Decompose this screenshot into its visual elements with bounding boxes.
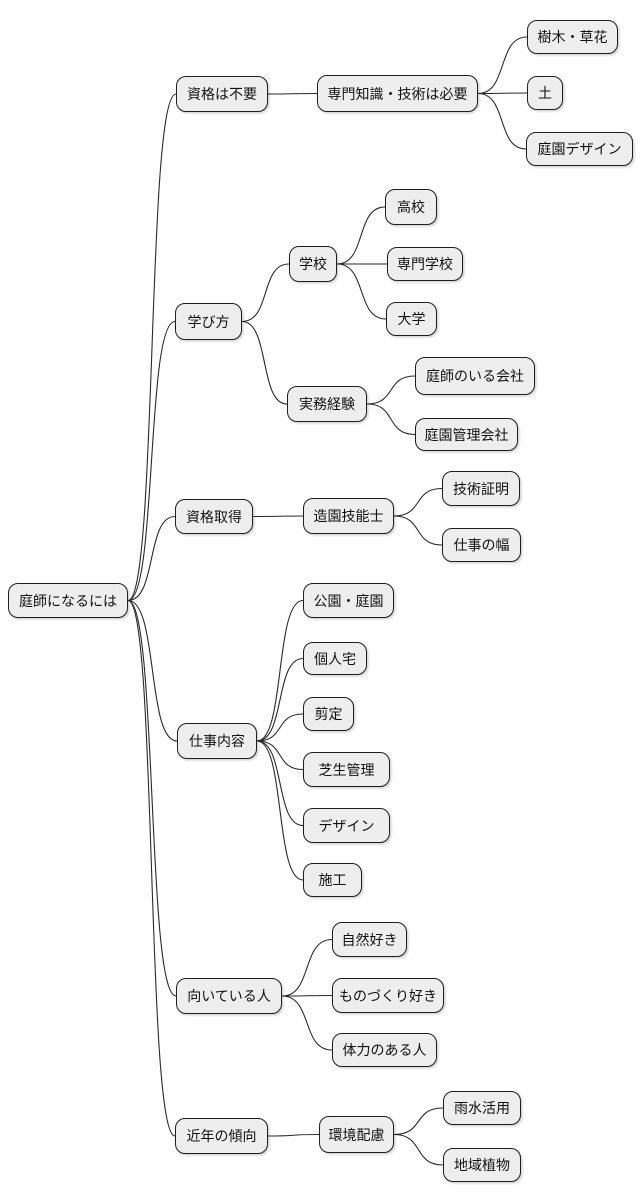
mindmap-node-job-content: 仕事内容 [177,723,257,759]
edge-eco-friendly-to-local-plants [393,1133,444,1166]
edge-eco-friendly-to-rainwater [393,1107,444,1136]
edge-expert-needed-to-trees-flowers [477,36,528,95]
edge-no-license-to-expert-needed [267,92,318,95]
edge-work-experience-to-gardener-firm [366,375,416,405]
mindmap-node-get-license: 資格取得 [175,499,253,534]
mindmap-node-maintenance-co: 庭園管理会社 [415,418,518,451]
mindmap-node-recent-trend: 近年の傾向 [175,1118,268,1154]
mindmap-node-garden-design: 庭園デザイン [526,132,633,166]
edge-job-content-to-construction [256,740,304,881]
mindmap-node-work-range: 仕事の幅 [442,528,521,562]
edge-root-to-no-license [127,93,177,602]
mindmap-node-suited-people: 向いている人 [176,978,282,1014]
edge-root-to-how-to-learn [127,320,176,602]
mindmap-node-local-plants: 地域植物 [443,1148,521,1182]
mindmap-node-stamina: 体力のある人 [332,1033,437,1067]
mindmap-node-how-to-learn: 学び方 [175,303,242,340]
edge-root-to-job-content [127,599,178,742]
edge-root-to-get-license [127,515,176,602]
mindmap-node-trees-flowers: 樹木・草花 [527,20,618,54]
mindmap-node-university: 大学 [386,302,437,336]
mindmap-node-construction: 施工 [303,863,362,897]
edge-how-to-learn-to-work-experience [241,320,288,405]
edge-suited-people-to-craft-lover [281,994,333,997]
edge-suited-people-to-stamina [281,995,333,1051]
edge-root-to-recent-trend [127,599,176,1137]
edge-expert-needed-to-soil [477,92,528,95]
mindmap-node-high-school: 高校 [385,189,437,225]
edge-landscape-tech-to-work-range [393,515,443,546]
edge-job-content-to-lawn-care [256,740,304,771]
mindmap-node-gardener-firm: 庭師のいる会社 [415,357,535,395]
mindmap-node-nature-lover: 自然好き [332,922,407,957]
mindmap-node-private-homes: 個人宅 [303,642,367,675]
edge-landscape-tech-to-skill-proof [393,487,443,517]
edge-root-to-suited-people [127,599,177,997]
mindmap-node-parks-gardens: 公園・庭園 [303,583,394,618]
mindmap-node-work-experience: 実務経験 [287,386,367,422]
mindmap-node-lawn-care: 芝生管理 [303,752,390,787]
edge-school-to-high-school [336,206,386,265]
mindmap-node-soil: 土 [527,76,563,110]
mindmap-node-rainwater: 雨水活用 [443,1091,521,1125]
edge-work-experience-to-maintenance-co [366,403,416,436]
mindmap-node-root: 庭師になるには [8,583,128,618]
edge-how-to-learn-to-school [241,263,290,323]
mindmap-node-design: デザイン [303,808,390,843]
mindmap-node-eco-friendly: 環境配慮 [319,1116,394,1153]
mindmap-node-landscape-tech: 造園技能士 [303,498,394,534]
edge-job-content-to-pruning [256,713,304,742]
edge-expert-needed-to-garden-design [477,92,527,150]
mindmap-node-craft-lover: ものづくり好き [332,978,444,1013]
mindmap-node-skill-proof: 技術証明 [442,471,520,506]
edge-suited-people-to-nature-lover [281,938,333,997]
edge-job-content-to-private-homes [256,657,304,742]
mindmap-node-expert-needed: 専門知識・技術は必要 [317,75,478,112]
edge-job-content-to-design [256,740,304,827]
edge-school-to-university [336,263,387,320]
mindmap-node-no-license: 資格は不要 [176,76,268,112]
mindmap-node-pruning: 剪定 [303,697,354,731]
edge-recent-trend-to-eco-friendly [267,1133,320,1137]
mindmap-node-vocational: 専門学校 [387,247,463,281]
edge-job-content-to-parks-gardens [256,599,304,742]
edge-get-license-to-landscape-tech [252,515,304,518]
mindmap-node-school: 学校 [289,246,337,282]
